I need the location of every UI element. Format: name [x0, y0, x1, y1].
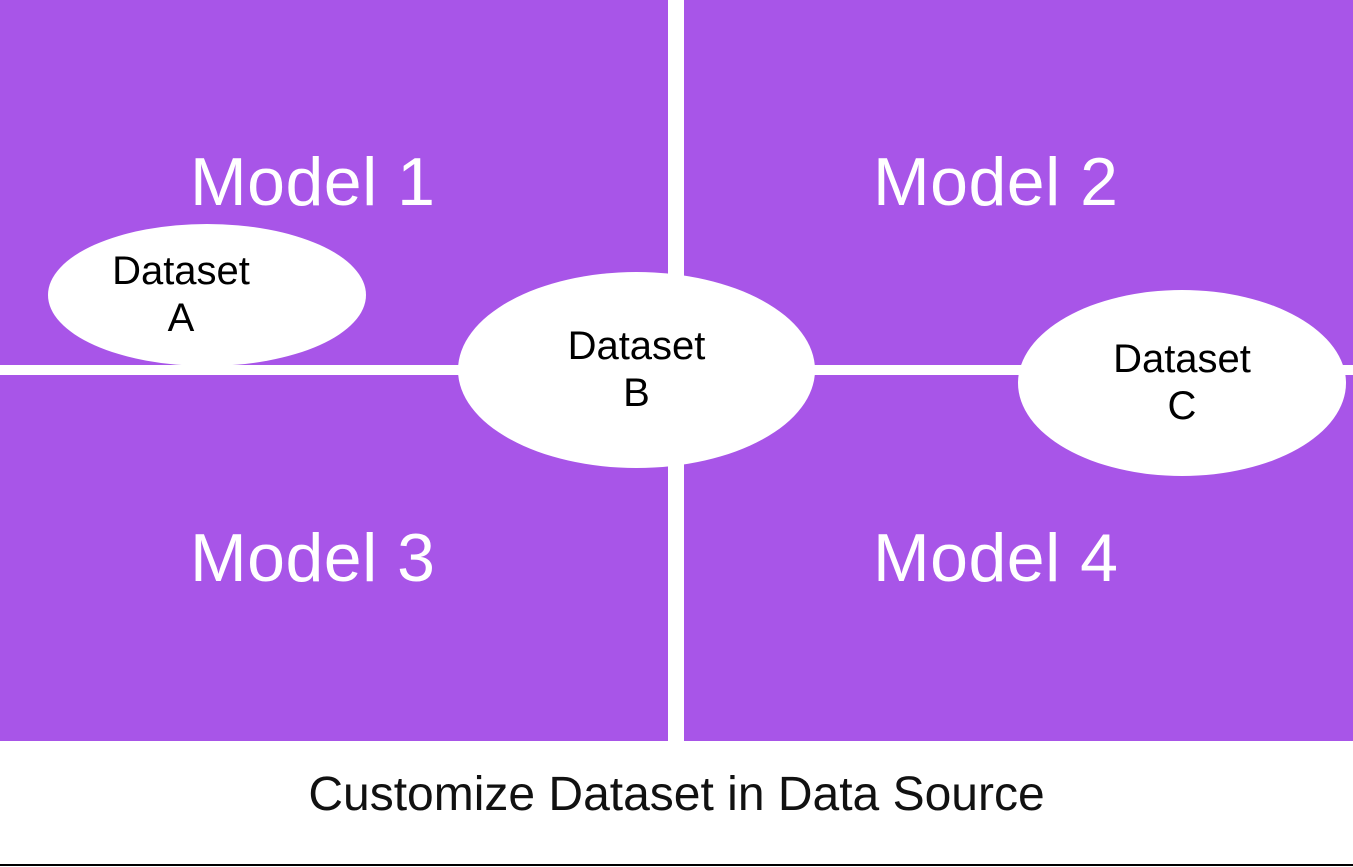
- dataset-b-text: Dataset B: [568, 323, 706, 417]
- dataset-a-text: Dataset A: [112, 248, 250, 342]
- dataset-b-line2: B: [623, 371, 650, 415]
- caption-strip: [0, 741, 1353, 864]
- dataset-a-line1: Dataset: [112, 248, 250, 293]
- model-2-label: Model 2: [873, 144, 1119, 220]
- connector-dataset-b-to-c: [812, 365, 1024, 375]
- dataset-a-line2: A: [167, 296, 195, 340]
- dataset-b-line1: Dataset: [567, 323, 706, 368]
- model-3-label: Model 3: [190, 520, 436, 596]
- dataset-c-line2: C: [1167, 384, 1197, 428]
- diagram-caption: Customize Dataset in Data Source: [308, 768, 1045, 821]
- dataset-b-node[interactable]: Dataset B: [458, 272, 815, 468]
- model-4-label: Model 4: [873, 520, 1119, 596]
- model-1-label: Model 1: [190, 144, 436, 220]
- dataset-a-node[interactable]: Dataset A: [48, 224, 366, 366]
- connector-dataset-a-to-b: [0, 365, 470, 375]
- bottom-rule: [0, 864, 1353, 866]
- dataset-c-node[interactable]: Dataset C: [1018, 290, 1346, 476]
- dataset-c-line1: Dataset: [1113, 336, 1251, 381]
- dataset-c-text: Dataset C: [1113, 336, 1251, 430]
